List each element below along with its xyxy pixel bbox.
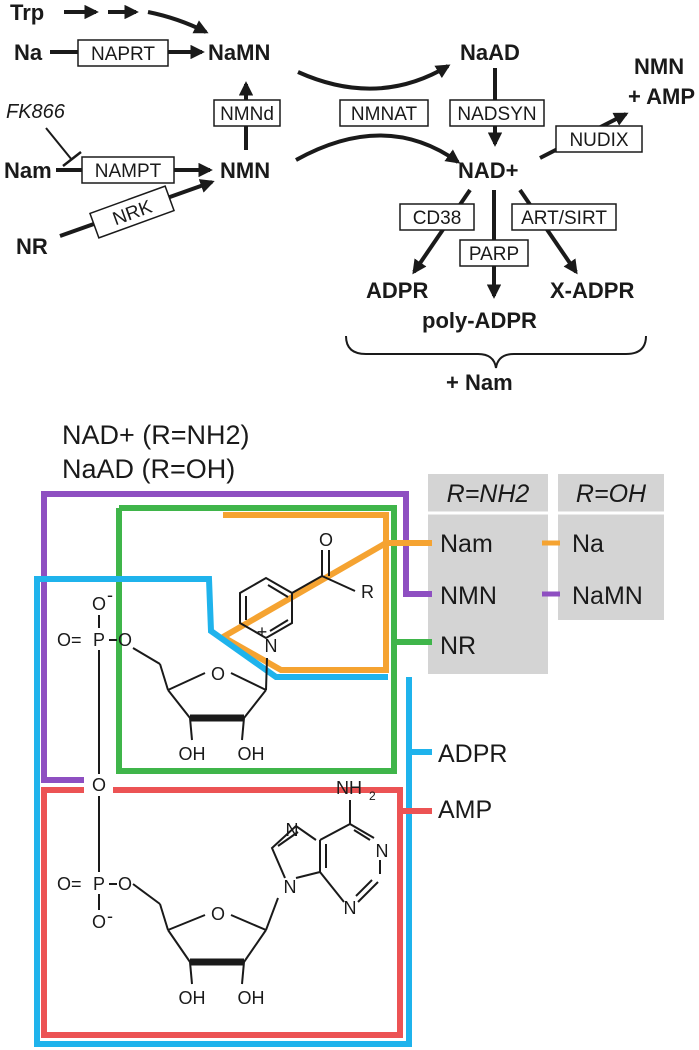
adpr-outline — [34, 576, 432, 1047]
nmn-outline — [41, 491, 432, 783]
lower-ring-oxygen: O — [211, 904, 225, 924]
table-label-na: Na — [572, 530, 604, 558]
svg-text:CD38: CD38 — [413, 208, 462, 229]
upper-o-minus-charge: - — [107, 585, 113, 605]
n1-nitrogen: N — [376, 841, 389, 861]
svg-text:NAMPT: NAMPT — [95, 161, 162, 182]
svg-text:PARP: PARP — [469, 244, 519, 265]
table-column-oh — [558, 474, 664, 620]
structure-title-line1: NAD+ (R=NH2) — [62, 420, 250, 450]
metabolite-namn: NaMN — [208, 40, 270, 65]
bridging-oxygen: O — [92, 775, 106, 795]
fk866-inhibition-line — [45, 127, 73, 161]
namn-to-naad-arrow — [297, 64, 451, 91]
svg-text:NUDIX: NUDIX — [569, 130, 628, 151]
fk866-inhibition-bar — [62, 151, 82, 167]
upper-oh-right: OH — [238, 744, 265, 764]
trp-arrow-3 — [147, 10, 209, 34]
metabolite-adpr: ADPR — [366, 278, 428, 303]
nad-chemical-structure: O R N + O OH OH — [57, 530, 389, 1008]
svg-text:NADSYN: NADSYN — [457, 104, 536, 125]
nam-outline — [216, 512, 432, 673]
metabolite-nad: NAD+ — [458, 158, 519, 183]
enzyme-art-sirt: ART/SIRT — [511, 203, 617, 231]
svg-text:ART/SIRT: ART/SIRT — [521, 208, 607, 229]
lower-p: P — [93, 874, 105, 894]
pyridinium-ring: O R N + — [239, 530, 374, 656]
enzyme-nampt: NAMPT — [81, 156, 175, 184]
n3-nitrogen: N — [344, 898, 357, 918]
adenine: N N N N NH 2 — [270, 778, 389, 918]
pyridinium-nitrogen: N — [265, 636, 278, 656]
pathway-diagram: NAPRT NMNd NMNAT NADSYN NUDIX NAMPT NRK — [4, 0, 695, 395]
n7-nitrogen: N — [286, 820, 299, 840]
svg-text:NMNd: NMNd — [220, 104, 274, 125]
table-header-oh: R=OH — [576, 480, 647, 508]
lower-o-minus: O — [92, 912, 106, 932]
enzyme-nadsyn: NADSYN — [449, 99, 545, 127]
products-brace — [345, 335, 647, 369]
upper-p-double-o: O= — [57, 630, 82, 650]
enzyme-parp: PARP — [459, 239, 529, 267]
lower-ester-o: O — [118, 874, 132, 894]
upper-o-minus: O — [92, 594, 106, 614]
lower-ribose: O OH OH — [132, 883, 279, 1008]
lower-p-double-o: O= — [57, 874, 82, 894]
table-column-nh2 — [428, 474, 548, 674]
svg-text:NAPRT: NAPRT — [91, 44, 155, 65]
table-label-nmn: NMN — [440, 582, 497, 610]
enzyme-naprt: NAPRT — [77, 39, 169, 67]
lower-o-minus-charge: - — [107, 906, 113, 926]
metabolite-nmn: NMN — [220, 158, 270, 183]
label-adpr: ADPR — [438, 740, 507, 768]
upper-ester-o: O — [118, 630, 132, 650]
amine-nh2: NH — [336, 778, 362, 798]
r-group: R — [361, 582, 374, 602]
metabolite-nmn-amp-line2: + AMP — [628, 84, 695, 109]
metabolite-x-adpr: X-ADPR — [550, 278, 634, 303]
table-label-namn: NaMN — [572, 582, 643, 610]
table-label-nam: Nam — [440, 530, 493, 558]
enzyme-nmnat: NMNAT — [339, 99, 429, 127]
metabolite-nmn-amp-line1: NMN — [634, 54, 684, 79]
upper-ring-oxygen: O — [211, 664, 225, 684]
upper-phosphate: O - O= P O O — [57, 585, 132, 872]
metabolite-nr: NR — [16, 234, 48, 259]
table-header-nh2: R=NH2 — [447, 480, 530, 508]
r-group-table: R=NH2 R=OH Nam NMN NR Na NaMN — [428, 474, 664, 674]
metabolite-trp: Trp — [10, 0, 44, 25]
structure-title-line2: NaAD (R=OH) — [62, 454, 235, 484]
enzyme-cd38: CD38 — [399, 203, 475, 231]
upper-p: P — [93, 630, 105, 650]
lower-oh-left: OH — [179, 988, 206, 1008]
metabolite-naad: NaAD — [460, 40, 520, 65]
metabolite-poly-adpr: poly-ADPR — [422, 308, 537, 333]
enzyme-nmnd: NMNd — [213, 99, 281, 127]
metabolite-plus-nam: + Nam — [446, 370, 513, 395]
metabolite-nam: Nam — [4, 158, 52, 183]
upper-ribose: O OH OH — [132, 647, 268, 764]
label-amp: AMP — [438, 796, 492, 824]
nr-outline — [116, 505, 432, 774]
amine-subscript: 2 — [369, 789, 376, 803]
enzyme-nudix: NUDIX — [555, 125, 643, 153]
enzyme-nrk: NRK — [89, 185, 175, 239]
metabolite-na: Na — [14, 40, 43, 65]
lower-oh-right: OH — [238, 988, 265, 1008]
fk866-inhibitor: FK866 — [6, 101, 66, 123]
upper-oh-left: OH — [179, 744, 206, 764]
carbonyl-oxygen: O — [319, 530, 333, 550]
n9-nitrogen: N — [284, 877, 297, 897]
amp-outline — [41, 787, 432, 1038]
svg-text:NMNAT: NMNAT — [351, 104, 418, 125]
lower-phosphate: O= P O O - — [57, 874, 132, 932]
nmn-to-nad-arrow — [295, 133, 461, 164]
structure-diagram: NAD+ (R=NH2) NaAD (R=OH) R=NH2 R=OH Nam … — [34, 420, 664, 1047]
table-label-nr: NR — [440, 632, 476, 660]
pyridinium-charge: + — [257, 622, 268, 642]
